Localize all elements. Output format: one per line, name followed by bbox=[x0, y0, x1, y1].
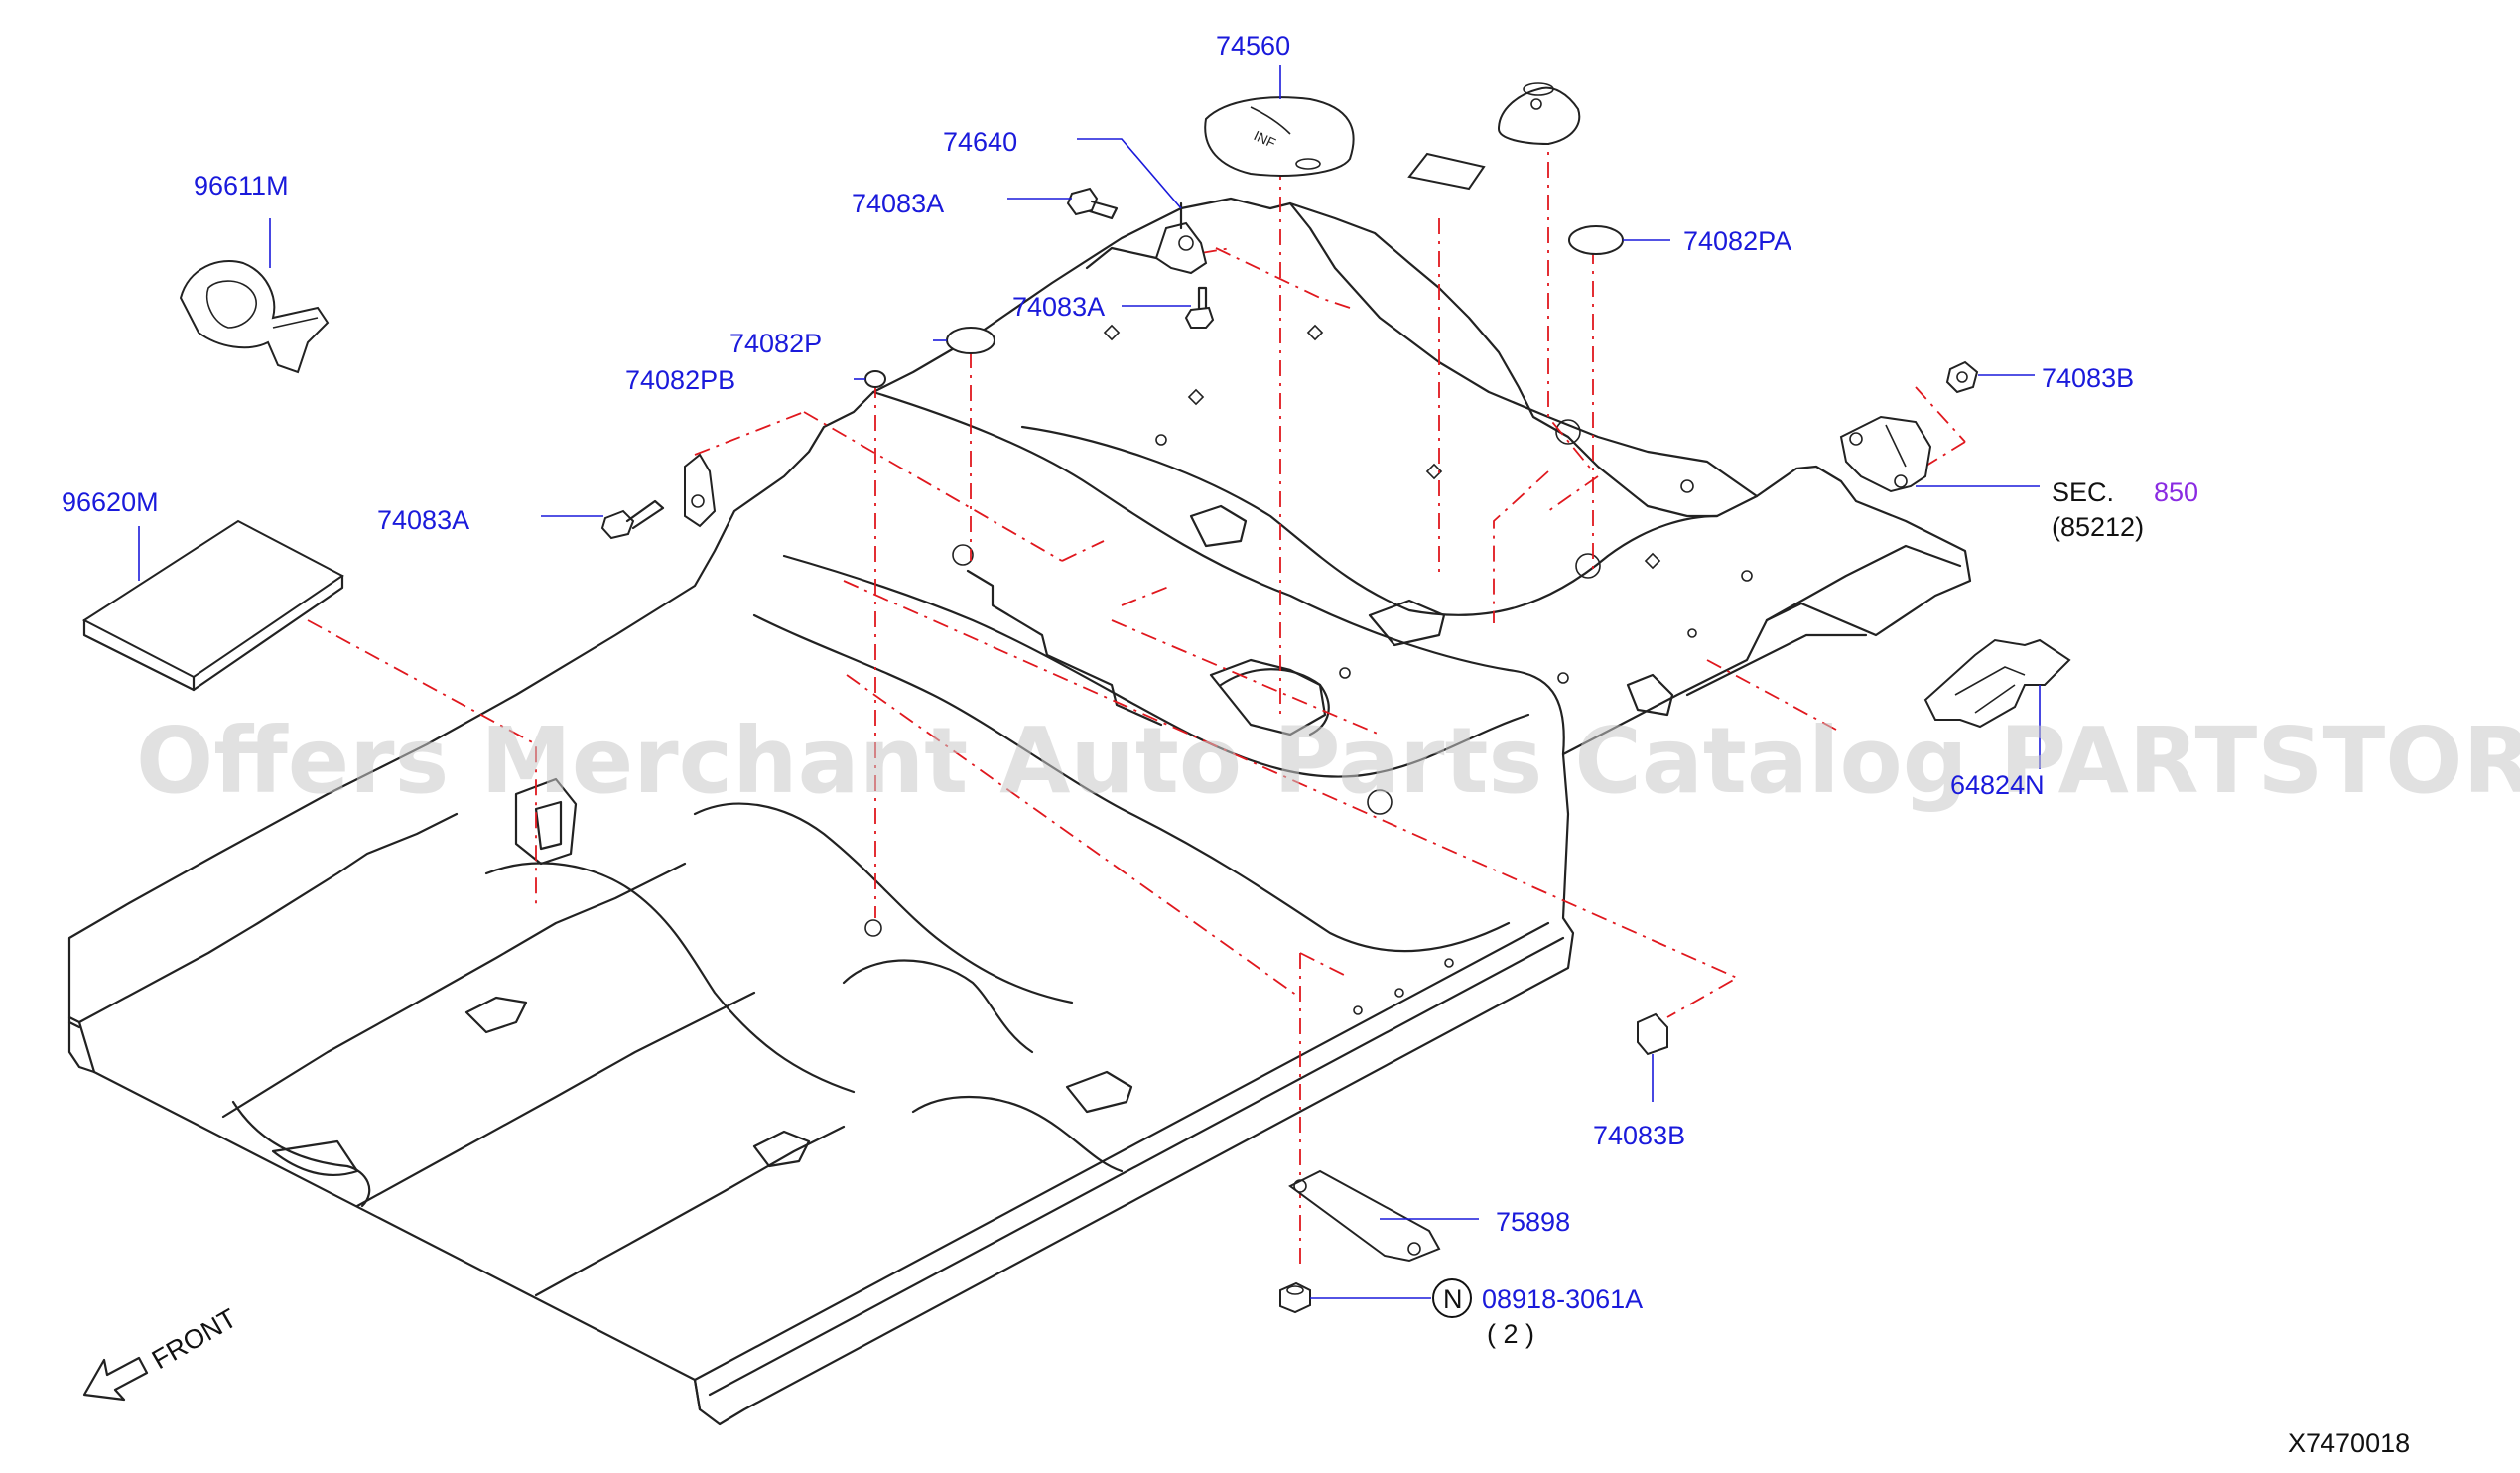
label-64824N[interactable]: 64824N bbox=[1950, 770, 2045, 800]
label-74083A-2[interactable]: 74083A bbox=[1012, 292, 1105, 322]
part-74083A-bolt-3[interactable] bbox=[600, 453, 717, 540]
part-sec850-bracket[interactable] bbox=[1839, 415, 1932, 493]
label-74640[interactable]: 74640 bbox=[943, 127, 1017, 157]
part-74082P-plug[interactable] bbox=[946, 327, 995, 354]
part-74083A-bolt-1[interactable] bbox=[1066, 187, 1119, 220]
label-74082P[interactable]: 74082P bbox=[729, 329, 822, 358]
part-74640-bracket[interactable] bbox=[1085, 201, 1208, 275]
part-74082PA-plug[interactable] bbox=[1568, 225, 1624, 255]
part-74083A-bolt-2[interactable] bbox=[1184, 286, 1215, 329]
drawing-id: X7470018 bbox=[2288, 1428, 2410, 1458]
label-sec-sub: (85212) bbox=[2052, 512, 2144, 542]
label-leader-lines bbox=[138, 65, 2041, 1299]
label-08918-3061A[interactable]: 08918-3061A bbox=[1482, 1284, 1643, 1314]
part-74083B-clip-2[interactable] bbox=[1637, 1012, 1668, 1056]
front-arrow-icon bbox=[82, 1356, 149, 1402]
part-74082PB-plug[interactable] bbox=[864, 370, 886, 388]
part-96620M-sheet[interactable] bbox=[82, 519, 344, 692]
label-74083A-1[interactable]: 74083A bbox=[852, 189, 944, 218]
watermark-text: Offers Merchant Auto Parts Catalog PARTS… bbox=[136, 708, 2520, 814]
front-direction-indicator: FRONT bbox=[82, 1303, 242, 1402]
label-sec-850[interactable]: 850 bbox=[2154, 477, 2198, 507]
part-pad[interactable] bbox=[1407, 152, 1486, 191]
label-sec-prefix: SEC. bbox=[2052, 477, 2114, 507]
label-74083B-2[interactable]: 74083B bbox=[1593, 1121, 1685, 1150]
label-96620M[interactable]: 96620M bbox=[62, 487, 159, 517]
nut-marker-circle: N bbox=[1432, 1278, 1472, 1318]
label-nut-qty: ( 2 ) bbox=[1487, 1319, 1534, 1349]
part-64824N-bracket[interactable] bbox=[1923, 638, 2071, 729]
part-96611M-clip[interactable] bbox=[179, 260, 330, 374]
part-labels: 74560 74640 74083A 74083A 74082PA 74082P… bbox=[62, 31, 2198, 1349]
label-74082PA[interactable]: 74082PA bbox=[1683, 226, 1791, 256]
assembly-leader-lines bbox=[307, 129, 1966, 1271]
label-74083A-3[interactable]: 74083A bbox=[377, 505, 469, 535]
part-08918-3061A-nut[interactable] bbox=[1279, 1281, 1311, 1314]
floor-panel-outline bbox=[67, 197, 1972, 1426]
front-label: FRONT bbox=[147, 1303, 242, 1375]
label-74083B-1[interactable]: 74083B bbox=[2042, 363, 2134, 393]
label-96611M[interactable]: 96611M bbox=[194, 171, 289, 201]
label-74082PB[interactable]: 74082PB bbox=[625, 365, 735, 395]
part-mount-boss[interactable] bbox=[1497, 82, 1581, 146]
part-74560-cover[interactable]: INF bbox=[1204, 96, 1355, 177]
label-74560[interactable]: 74560 bbox=[1216, 31, 1290, 61]
part-75898-plate[interactable] bbox=[1288, 1169, 1441, 1263]
part-74083B-nut-1[interactable] bbox=[1945, 360, 1979, 394]
label-75898[interactable]: 75898 bbox=[1496, 1207, 1570, 1237]
nut-marker-letter: N bbox=[1443, 1284, 1463, 1314]
